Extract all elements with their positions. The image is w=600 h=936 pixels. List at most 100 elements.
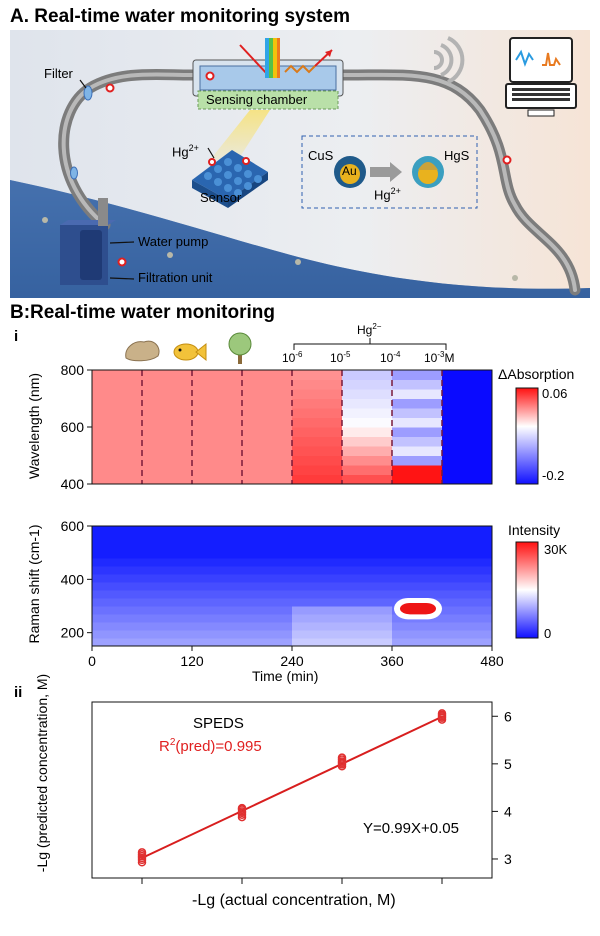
data-point (237, 803, 247, 813)
au-label: Au (342, 164, 357, 178)
heatmap-cell (167, 606, 193, 615)
heatmap-cell (367, 542, 393, 551)
heatmap-cell (142, 566, 168, 575)
heatmap-cell (442, 526, 468, 535)
heatmap-cell (392, 526, 418, 535)
heatmap-cell (467, 622, 493, 631)
heatmap-cell (292, 427, 343, 437)
heatmap-cell (167, 598, 193, 607)
heatmap-cell (292, 370, 343, 380)
heatmap-cell (242, 582, 268, 591)
heatmap-cell (467, 566, 493, 575)
heatmap-cell (417, 638, 443, 647)
heatmap-cell (292, 638, 318, 647)
heatmap-cell (392, 455, 443, 466)
hg-bracket-charge: 2− (372, 322, 382, 331)
heatmap-cell (467, 606, 493, 615)
heatmap-cell (467, 542, 493, 551)
heatmap-cell (442, 446, 493, 456)
heatmap-cell (392, 622, 418, 631)
heatmap-cell (442, 379, 493, 390)
heatmap-cell (217, 590, 243, 599)
heatmap-cell (292, 455, 343, 466)
heatmap-cell (292, 417, 343, 428)
heatmap-cell (92, 542, 118, 551)
conc-label-3: 10-4 (380, 350, 401, 365)
heatmap-cell (142, 638, 168, 647)
heatmap-cell (342, 542, 368, 551)
raman-colorbar-min: 0 (544, 626, 552, 641)
heatmap-cell (367, 526, 393, 535)
heatmap-cell (317, 534, 343, 543)
y-tick-label: 800 (61, 362, 85, 378)
heatmap-cell (242, 534, 268, 543)
heatmap-cell (117, 630, 143, 639)
heatmap-cell (242, 638, 268, 647)
nanoparticle-icon (334, 156, 444, 188)
heatmap-cell (117, 590, 143, 599)
heatmap-cell (92, 474, 293, 485)
heatmap-cell (467, 590, 493, 599)
hg-arrow-charge: 2+ (390, 186, 401, 196)
heatmap-cell (192, 526, 218, 535)
y-tick-label: 600 (61, 419, 85, 435)
heatmap-cell (92, 622, 118, 631)
heatmap-cell (342, 630, 368, 639)
heatmap-cell (317, 550, 343, 559)
x-tick-label: 6 (438, 887, 446, 890)
heatmap-cell (442, 542, 468, 551)
heatmap-cell (392, 417, 443, 428)
heatmap-cell (342, 606, 368, 615)
heatmap-cell (342, 389, 393, 399)
heatmap-cell (392, 590, 418, 599)
heatmap-cell (392, 558, 418, 567)
heatmap-cell (217, 598, 243, 607)
heatmap-cell (92, 566, 118, 575)
heatmap-cell (192, 638, 218, 647)
heatmap-cell (417, 526, 443, 535)
data-point (137, 848, 147, 857)
heatmap-cell (367, 590, 393, 599)
heatmap-cell (467, 638, 493, 647)
sample-icons (125, 332, 252, 364)
heatmap-cell (267, 542, 293, 551)
heatmap-cell (417, 590, 443, 599)
heatmap-cell (92, 558, 118, 567)
heatmap-cell (167, 534, 193, 543)
heatmap-cell (117, 614, 143, 623)
heatmap-cell (217, 534, 243, 543)
heatmap-cell (142, 590, 168, 599)
heatmap-cell (267, 582, 293, 591)
heatmap-cell (292, 389, 343, 399)
panel-a-title: A. Real-time water monitoring system (10, 6, 350, 27)
raman-colorbar-max: 30K (544, 542, 568, 557)
heatmap-cell (442, 408, 493, 418)
heatmap-cell (442, 582, 468, 591)
r2-annotation: R2(pred)=0.995 (159, 737, 262, 755)
heatmap-cell (442, 370, 493, 380)
x-tick-label: 5 (338, 887, 346, 890)
heatmap-cell (267, 630, 293, 639)
heatmap-cell (92, 590, 118, 599)
hg-arrow-label: Hg2+ (374, 186, 401, 203)
heatmap-cell (117, 550, 143, 559)
heatmap-cell (217, 582, 243, 591)
heatmap-cell (292, 542, 318, 551)
heatmap-cell (442, 590, 468, 599)
hg-ion-charge: 2+ (188, 143, 199, 153)
x-tick-label: 3 (138, 887, 146, 890)
heatmap-cell (192, 534, 218, 543)
heatmap-cell (192, 614, 218, 623)
monitoring-system-illustration (10, 30, 590, 298)
heatmap-cell (417, 558, 443, 567)
heatmap-cell (92, 526, 118, 535)
heatmap-cell (117, 574, 143, 583)
heatmap-cell (292, 582, 318, 591)
y-tick-label: 3 (504, 851, 512, 867)
heatmap-cell (417, 542, 443, 551)
raman-colorbar-title: Intensity (508, 522, 561, 538)
heatmap-cell (342, 558, 368, 567)
heatmap-cell (192, 606, 218, 615)
heatmap-cell (392, 582, 418, 591)
conc-label-1: 10-6 (282, 350, 303, 365)
